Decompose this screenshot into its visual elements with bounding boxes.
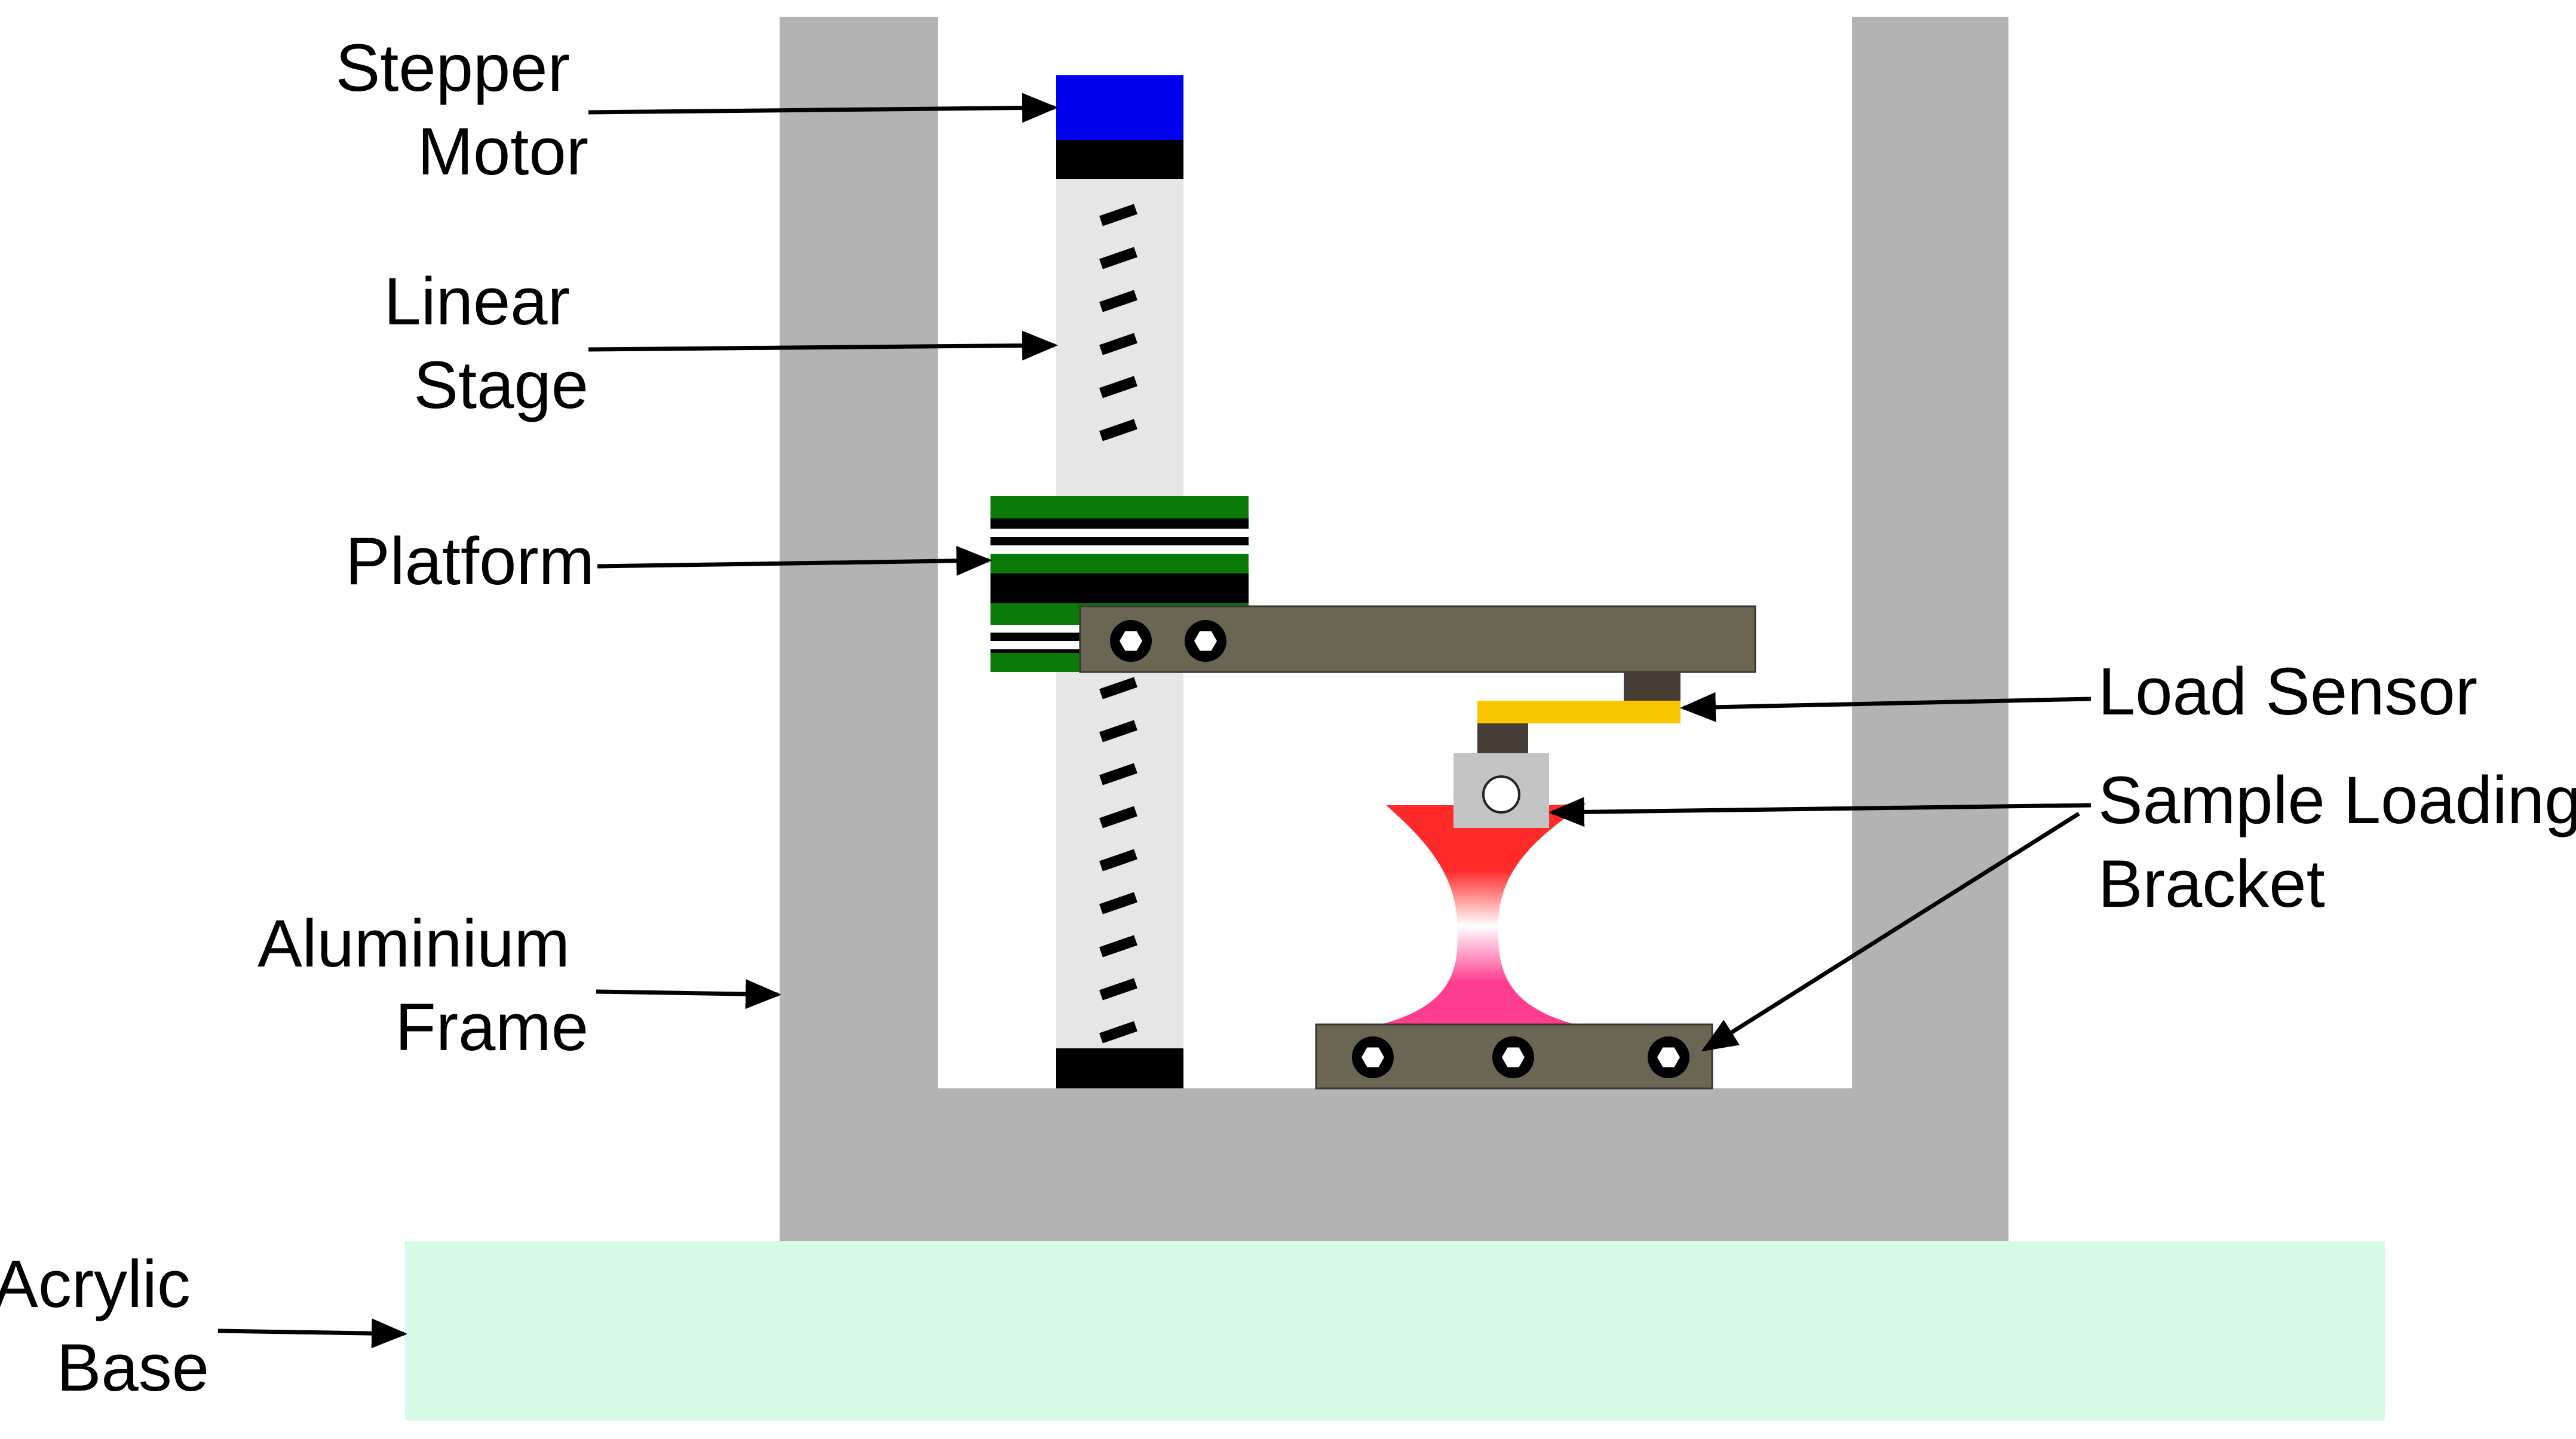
screw-thread	[1099, 376, 1137, 398]
arm-bolt	[1110, 620, 1152, 662]
label-aluminium-frame: Aluminium Frame	[257, 906, 588, 1064]
bracket-bolt	[1492, 1036, 1534, 1078]
screw-thread	[1099, 333, 1137, 355]
label-line: Linear	[384, 264, 570, 339]
arrow-stepper-motor	[588, 93, 1058, 123]
clamp-pin	[1482, 775, 1520, 814]
arrow-platform	[597, 545, 992, 576]
screw-thread	[1099, 935, 1137, 958]
screw-thread	[1099, 763, 1137, 786]
label-line: Stage	[413, 348, 588, 422]
label-line: Sample Loading	[2098, 763, 2576, 837]
arm-bolt	[1185, 620, 1226, 662]
dogbone-sample	[1374, 803, 1586, 1026]
sensor-mount-upper	[1624, 672, 1680, 701]
label-acrylic-base: Acrylic Base	[0, 1247, 209, 1405]
label-linear-stage: Linear Stage	[384, 264, 588, 422]
arrow-aluminium-frame	[596, 979, 781, 1010]
label-line: Load Sensor	[2098, 654, 2477, 729]
screw-thread	[1099, 677, 1137, 699]
label-line: Bracket	[2098, 846, 2325, 921]
arrow-acrylic-base	[217, 1318, 407, 1349]
lead-screw	[1099, 204, 1137, 1044]
label-sample-loading-bracket: Sample Loading Bracket	[2098, 763, 2576, 921]
screw-thread	[1099, 247, 1137, 269]
arrow-linear-stage	[588, 330, 1058, 361]
screw-thread	[1099, 204, 1137, 226]
label-stepper-motor: Stepper Motor	[336, 30, 588, 189]
screw-thread	[1099, 849, 1137, 872]
label-line: Aluminium	[257, 906, 570, 981]
label-line: Platform	[345, 524, 594, 599]
screw-thread	[1099, 290, 1137, 312]
label-load-sensor: Load Sensor	[2098, 654, 2477, 729]
stepper-motor	[1056, 75, 1183, 140]
upper-arm	[1079, 605, 1756, 673]
stage-bottom-cap	[1056, 1048, 1183, 1088]
load-sensor	[1477, 701, 1680, 723]
label-line: Motor	[418, 114, 588, 189]
label-line: Base	[57, 1330, 209, 1405]
label-platform: Platform	[345, 524, 594, 599]
screw-thread	[1099, 1021, 1137, 1044]
bracket-bolt	[1352, 1036, 1394, 1078]
aluminium-frame	[780, 17, 2008, 1241]
label-line: Frame	[395, 990, 588, 1064]
screw-thread	[1099, 892, 1137, 915]
bracket-bolt	[1648, 1036, 1689, 1078]
label-line: Acrylic	[0, 1247, 191, 1321]
acrylic-base	[405, 1241, 2385, 1420]
arrow-bracket-lower	[1701, 812, 2080, 1052]
arrow-bracket-clamp	[1548, 797, 2092, 827]
arrow-load-sensor	[1680, 692, 2092, 722]
screw-thread	[1099, 720, 1137, 742]
sensor-mount-lower	[1477, 723, 1528, 753]
screw-thread	[1099, 419, 1137, 441]
label-line: Stepper	[336, 30, 570, 105]
motor-coupler	[1056, 140, 1183, 179]
screw-thread	[1099, 978, 1137, 1001]
screw-thread	[1099, 806, 1137, 829]
